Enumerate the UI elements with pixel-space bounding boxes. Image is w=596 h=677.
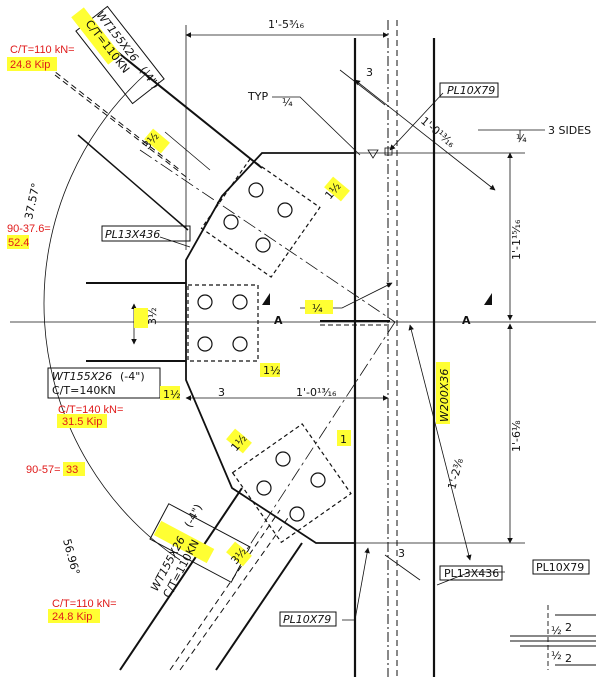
three-sides: 3 SIDES	[548, 124, 591, 137]
weld-size-3: ¼	[312, 302, 323, 315]
w-column-tag: W200X36	[438, 369, 451, 422]
angle-lower: 56.96°	[60, 537, 82, 576]
dim-1-0-13-bottom: 1'-0¹³⁄₁₆	[296, 386, 337, 399]
calc-upper-red: 90-37.6=	[7, 223, 51, 235]
section-markers	[262, 293, 492, 305]
member-boxes	[47, 5, 590, 627]
weld-leaders	[159, 92, 545, 621]
highlights	[7, 7, 450, 623]
bolt-group-upper	[200, 157, 321, 278]
lower-brace	[119, 321, 396, 671]
top-dimension: 1'-5³⁄₁₆	[268, 18, 305, 31]
weld-size-1: ¼	[282, 96, 293, 109]
dim-1-5-right: 1½	[263, 364, 281, 377]
wt-mid-tag: WT155X26	[52, 370, 112, 383]
dim-half-b: ½	[551, 649, 562, 662]
section-a-right: A	[462, 314, 471, 327]
dim-1: 1	[340, 433, 347, 446]
section-a-left: A	[274, 314, 283, 327]
pl-gusset-tag: PL13X436	[105, 228, 160, 241]
dim-3-lower: 3	[398, 547, 405, 560]
bolt-group-middle	[187, 284, 259, 362]
dim-3-5-mid: 3½	[146, 307, 159, 325]
dim-1-2-3-8: 1'-2⅜	[445, 457, 466, 491]
ct-mid-red: C/T=140 kN=	[58, 404, 123, 416]
wt-mid-offset: (-4")	[120, 370, 145, 383]
dim-3-bottom: 3	[218, 386, 225, 399]
dim-3-top: 3	[366, 66, 373, 79]
gusset-plate	[185, 152, 356, 544]
ct-lower-red: C/T=110 kN=	[52, 598, 117, 610]
ct-mid-kip: 31.5 Kip	[62, 416, 102, 428]
dim-1-6-1-8: 1'-6⅛	[510, 420, 523, 452]
wt-mid-ct: C/T=140KN	[52, 384, 116, 397]
pl-right-1: PL13X436	[444, 567, 499, 580]
ct-upper-kip: 24.8 Kip	[10, 59, 50, 71]
dim-2a: 2	[565, 621, 572, 634]
wt-upper-offset: (-4")	[137, 64, 162, 91]
upper-brace	[39, 29, 396, 323]
wt-lower-offset: (-4")	[182, 502, 205, 530]
angle-upper: 37.57°	[22, 182, 42, 221]
calc-upper-val: 52.4	[8, 237, 29, 249]
typ-label: TYP	[247, 90, 268, 103]
weld-size-2: ¼	[516, 132, 527, 145]
ct-lower-kip: 24.8 Kip	[52, 611, 92, 623]
pl-right-2: PL10X79	[536, 561, 584, 574]
angle-arc	[43, 69, 181, 561]
center-line	[10, 282, 596, 362]
dim-2b: 2	[565, 652, 572, 665]
pl-bottom-tag: PL10X79	[283, 613, 331, 626]
dim-1-5-mid: 1½	[163, 388, 181, 401]
calc-lower-val: 33	[66, 464, 78, 476]
detail-br	[510, 605, 596, 670]
ct-upper-red: C/T=110 kN=	[10, 44, 75, 56]
dim-1-1-15: 1'-1¹⁵⁄₁₆	[510, 219, 523, 260]
pl-stiff-tag: PL10X79	[447, 84, 495, 97]
calc-lower-red: 90-57=	[26, 464, 61, 476]
bolt-group-lower	[231, 423, 352, 544]
dim-half-a: ½	[551, 624, 562, 637]
